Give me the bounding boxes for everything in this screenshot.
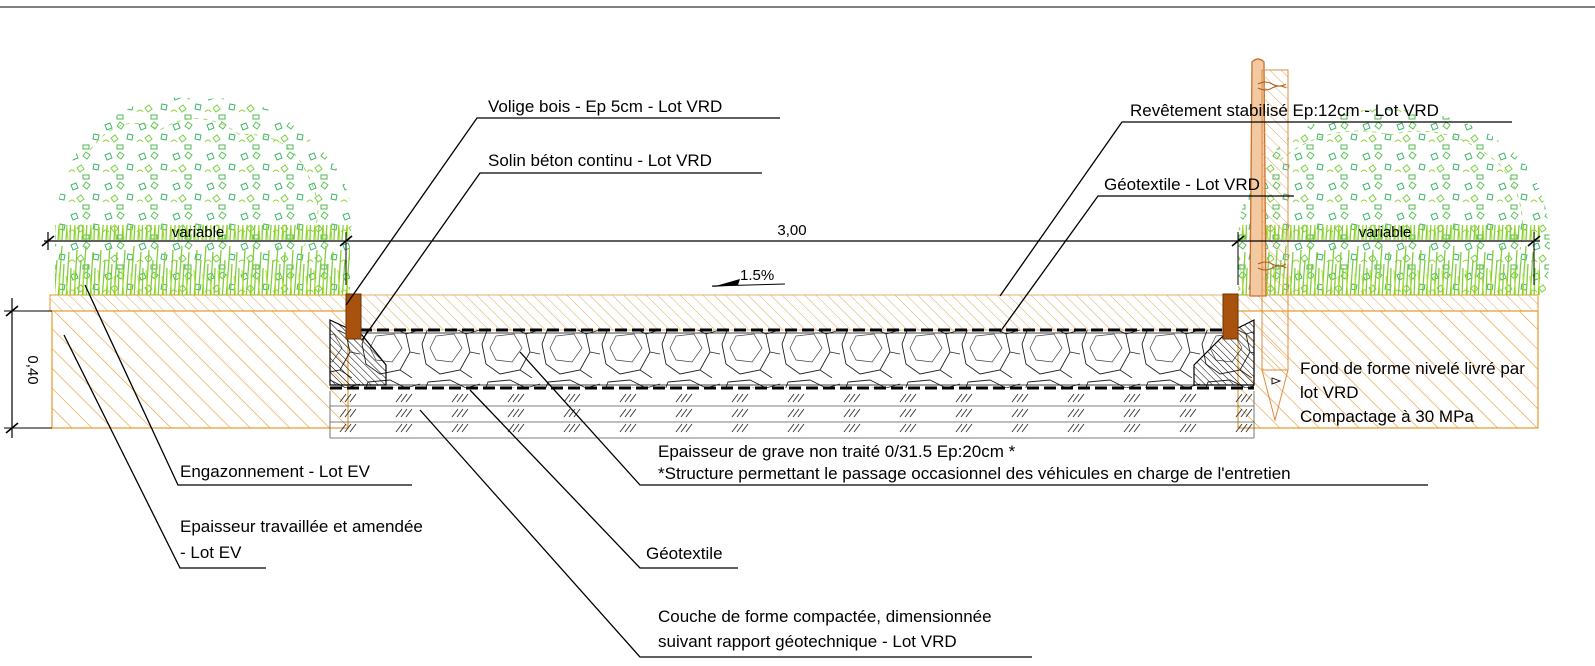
label-epaisseur-line1: Epaisseur travaillée et amendée	[180, 517, 423, 536]
label-grave-line1: Epaisseur de grave non traité 0/31.5 Ep:…	[658, 442, 1016, 461]
label-revetement: Revêtement stabilisé Ep:12cm - Lot VRD	[1130, 101, 1439, 120]
label-geotextile-bottom: Géotextile	[646, 544, 723, 563]
label-volige: Volige bois - Ep 5cm - Lot VRD	[488, 97, 722, 116]
vertical-dimension-line	[4, 298, 52, 438]
leader-geotextile-bottom	[469, 389, 738, 569]
leader-couche-forme	[419, 409, 1032, 658]
dim-center-width: 3,00	[777, 222, 806, 239]
label-solin: Solin béton continu - Lot VRD	[488, 151, 712, 170]
label-geotextile-top: Géotextile - Lot VRD	[1104, 175, 1260, 194]
label-engazonnement: Engazonnement - Lot EV	[180, 462, 371, 481]
label-couche-line1: Couche de forme compactée, dimensionnée	[658, 607, 992, 626]
leader-solin	[361, 172, 762, 341]
right-vegetation	[1238, 108, 1550, 295]
slope-label: 1.5%	[740, 267, 774, 284]
label-grave-line2: *Structure permettant le passage occasio…	[658, 464, 1291, 483]
stabilized-surfacing-layer	[359, 294, 1225, 331]
leader-revetement	[999, 121, 1512, 297]
compacted-subgrade-layer	[329, 391, 1255, 439]
wooden-stake	[1249, 58, 1289, 422]
slope-indicator	[711, 279, 786, 287]
label-epaisseur-line2: - Lot EV	[180, 543, 242, 562]
right-wood-edging	[1222, 293, 1239, 340]
leader-grave	[519, 351, 1428, 486]
leader-volige	[345, 117, 780, 306]
dim-depth: 0,40	[24, 355, 41, 384]
left-amended-soil	[49, 294, 349, 429]
left-vegetation	[55, 97, 352, 295]
label-fond-line3: Compactage à 30 MPa	[1300, 407, 1474, 426]
dim-right-width: variable	[1359, 224, 1412, 241]
gravel-base-layer	[330, 330, 1254, 388]
label-fond-line1: Fond de forme nivelé livré par	[1300, 359, 1525, 378]
dim-left-width: variable	[172, 224, 225, 241]
label-couche-line2: suivant rapport géotechnique - Lot VRD	[658, 632, 957, 651]
leader-engazonnement	[84, 284, 412, 486]
label-fond-line2: lot VRD	[1300, 383, 1359, 402]
leader-geotextile-top	[999, 195, 1294, 333]
leader-epaisseur	[63, 334, 266, 569]
horizontal-dimension-line	[41, 232, 1541, 285]
